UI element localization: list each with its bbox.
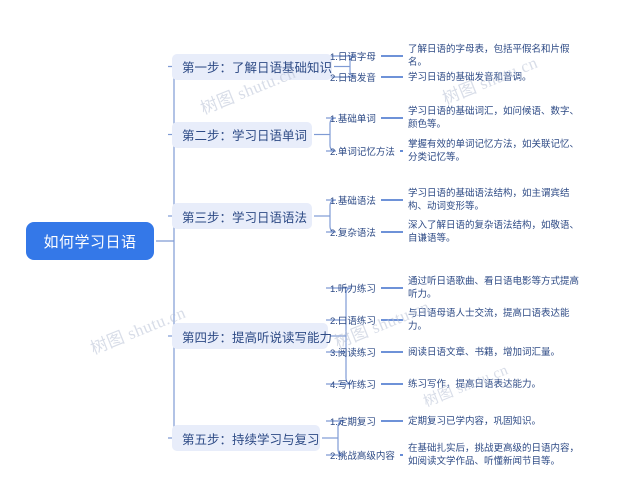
branch-node-label: 第一步：了解日语基础知识	[182, 61, 333, 75]
branch-node[interactable]: 第一步：了解日语基础知识	[172, 53, 333, 80]
leaf-node-description: 学习日语的基础语法结构，如主谓宾结构、动词变形等。	[408, 188, 570, 212]
leaf-node-description: 通过听日语歌曲、看日语电影等方式提高听力。	[408, 276, 580, 300]
leaf-node-description: 了解日语的字母表，包括平假名和片假名。	[408, 44, 570, 68]
leaf-node-description: 深入了解日语的复杂语法结构，如敬语、自谦语等。	[408, 220, 580, 244]
branch-node[interactable]: 第三步：学习日语语法	[172, 203, 312, 229]
leaf-node-label[interactable]: 2.挑战高级内容	[330, 451, 395, 462]
leaf-node-description: 定期复习已学内容，巩固知识。	[408, 415, 542, 427]
root-node[interactable]: 如何学习日语	[26, 222, 154, 260]
leaf-node-label[interactable]: 3.阅读练习	[330, 348, 376, 359]
branch-node-label: 第四步：提高听说读写能力	[182, 330, 333, 345]
leaf-node-description: 与日语母语人士交流，提高口语表达能力。	[408, 308, 570, 332]
leaf-node-description: 阅读日语文章、书籍，增加词汇量。	[408, 346, 561, 358]
leaf-node-label[interactable]: 1.基础语法	[330, 196, 376, 207]
leaf-node-description: 练习写作，提高日语表达能力。	[408, 378, 542, 390]
branch-node[interactable]: 第四步：提高听说读写能力	[172, 323, 332, 349]
leaf-node-label[interactable]: 1.定期复习	[330, 417, 376, 428]
branch-node-label: 第二步：学习日语单词	[182, 129, 308, 143]
leaf-node-label[interactable]: 2.日语发音	[330, 73, 376, 84]
leaf-node-label[interactable]: 1.基础单词	[330, 114, 376, 125]
branch-node-label: 第五步：持续学习与复习	[182, 432, 320, 447]
branch-node-label: 第三步：学习日语语法	[182, 210, 308, 225]
branch-node[interactable]: 第二步：学习日语单词	[172, 121, 312, 148]
leaf-node-description: 学习日语的基础发音和音调。	[408, 71, 532, 83]
branch-node[interactable]: 第五步：持续学习与复习	[172, 425, 320, 451]
leaf-node-description: 学习日语的基础词汇，如问候语、数字、颜色等。	[408, 106, 580, 130]
leaf-node-label[interactable]: 4.写作练习	[330, 380, 376, 391]
leaf-node-label[interactable]: 1.日语字母	[330, 52, 376, 63]
leaf-node-label[interactable]: 2.口语练习	[330, 316, 376, 327]
leaf-node-description: 在基础扎实后，挑战更高级的日语内容，如阅读文学作品、听懂新闻节目等。	[408, 443, 580, 467]
leaf-node-description: 掌握有效的单词记忆方法，如关联记忆、分类记忆等。	[408, 139, 580, 163]
root-node-label: 如何学习日语	[43, 233, 137, 251]
leaf-node-label[interactable]: 2.复杂语法	[330, 228, 376, 239]
leaf-node-label[interactable]: 1.听力练习	[330, 284, 376, 295]
leaf-node-label[interactable]: 2.单词记忆方法	[330, 147, 395, 158]
